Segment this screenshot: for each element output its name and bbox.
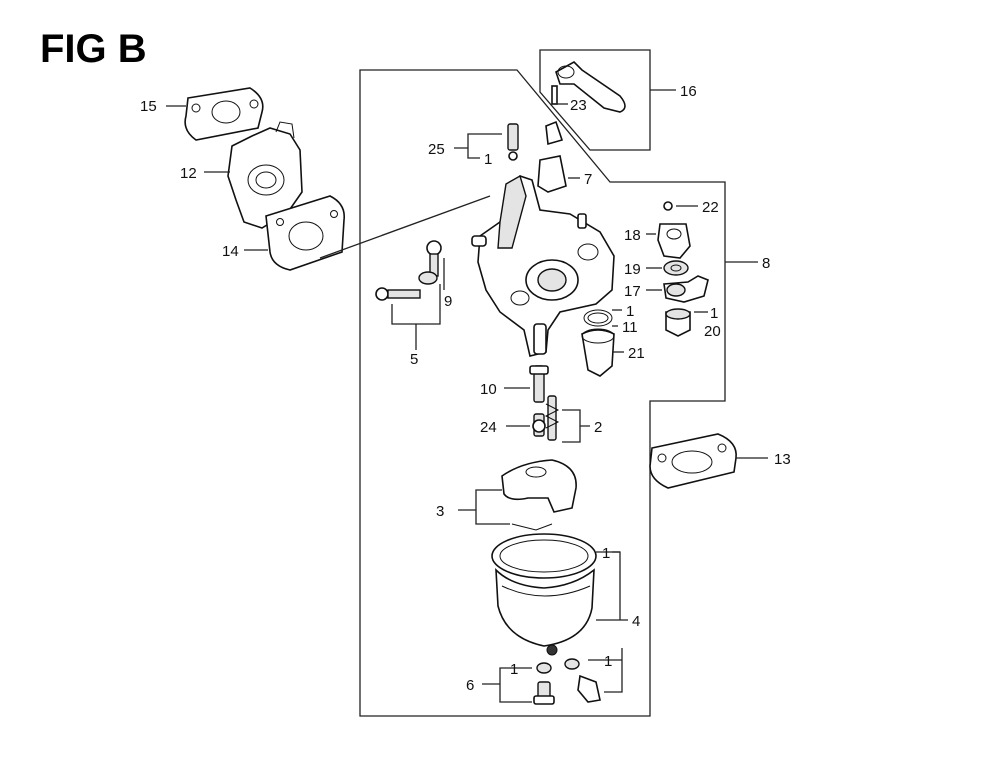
part-12-insulator (227, 121, 303, 229)
callout-12: 12 (180, 165, 197, 182)
part-21-jet (581, 328, 615, 377)
figure-title: FIG B (40, 27, 147, 71)
callout-1-drain: 1 (510, 661, 518, 678)
part-4-bolt (564, 658, 601, 703)
callout-15: 15 (140, 98, 157, 115)
carburetor-body (471, 174, 615, 357)
callout-6: 6 (466, 677, 474, 694)
callout-11: 11 (622, 319, 638, 336)
callout-1-valve: 1 (710, 305, 718, 322)
callout-22: 22 (702, 199, 719, 216)
part-24-main-jet (532, 413, 546, 437)
part-15-gasket (184, 87, 264, 141)
part-3-float (501, 459, 577, 531)
callout-14: 14 (222, 243, 239, 260)
callout-23: 23 (570, 97, 587, 114)
callout-7: 7 (584, 171, 592, 188)
part-17-valve (663, 275, 709, 303)
callout-3: 3 (436, 503, 444, 520)
part-7-clip (537, 120, 567, 193)
callout-2: 2 (594, 419, 602, 436)
callout-1-bowl: 1 (602, 545, 610, 562)
callout-4: 4 (632, 613, 640, 630)
callout-17: 17 (624, 283, 641, 300)
part-13-gasket (649, 433, 737, 489)
part-16-bracket (539, 49, 651, 151)
callout-25: 25 (428, 141, 445, 158)
part-11-o-ring (583, 309, 613, 327)
part-2-float-valve (544, 395, 560, 441)
callout-1-bolt: 1 (604, 653, 612, 670)
part-4-float-chamber (491, 533, 597, 656)
callout-1-oring: 1 (626, 303, 634, 320)
callout-19: 19 (624, 261, 641, 278)
callout-1-screw: 1 (484, 151, 492, 168)
callout-5: 5 (410, 351, 418, 368)
callout-10: 10 (480, 381, 497, 398)
part-5-pilot-screw (375, 271, 438, 301)
part-10-needle-jet (529, 365, 549, 403)
part-16-choke-lever (551, 61, 626, 113)
callout-16: 16 (680, 83, 697, 100)
callout-9: 9 (444, 293, 452, 310)
callout-13: 13 (774, 451, 791, 468)
part-19-washer (663, 260, 689, 276)
part-22-screw (663, 201, 673, 211)
part-6-drain-screw (533, 662, 555, 705)
part-20-cap (665, 308, 691, 337)
callout-21: 21 (628, 345, 645, 362)
callout-8: 8 (762, 255, 770, 272)
callout-18: 18 (624, 227, 641, 244)
callout-20: 20 (704, 323, 721, 340)
part-14-gasket (265, 195, 346, 271)
part-18-holder (657, 223, 691, 259)
part-9-screw (426, 240, 442, 277)
assembly-boundary (359, 69, 726, 717)
callout-24: 24 (480, 419, 497, 436)
part-25-screw (507, 123, 519, 161)
